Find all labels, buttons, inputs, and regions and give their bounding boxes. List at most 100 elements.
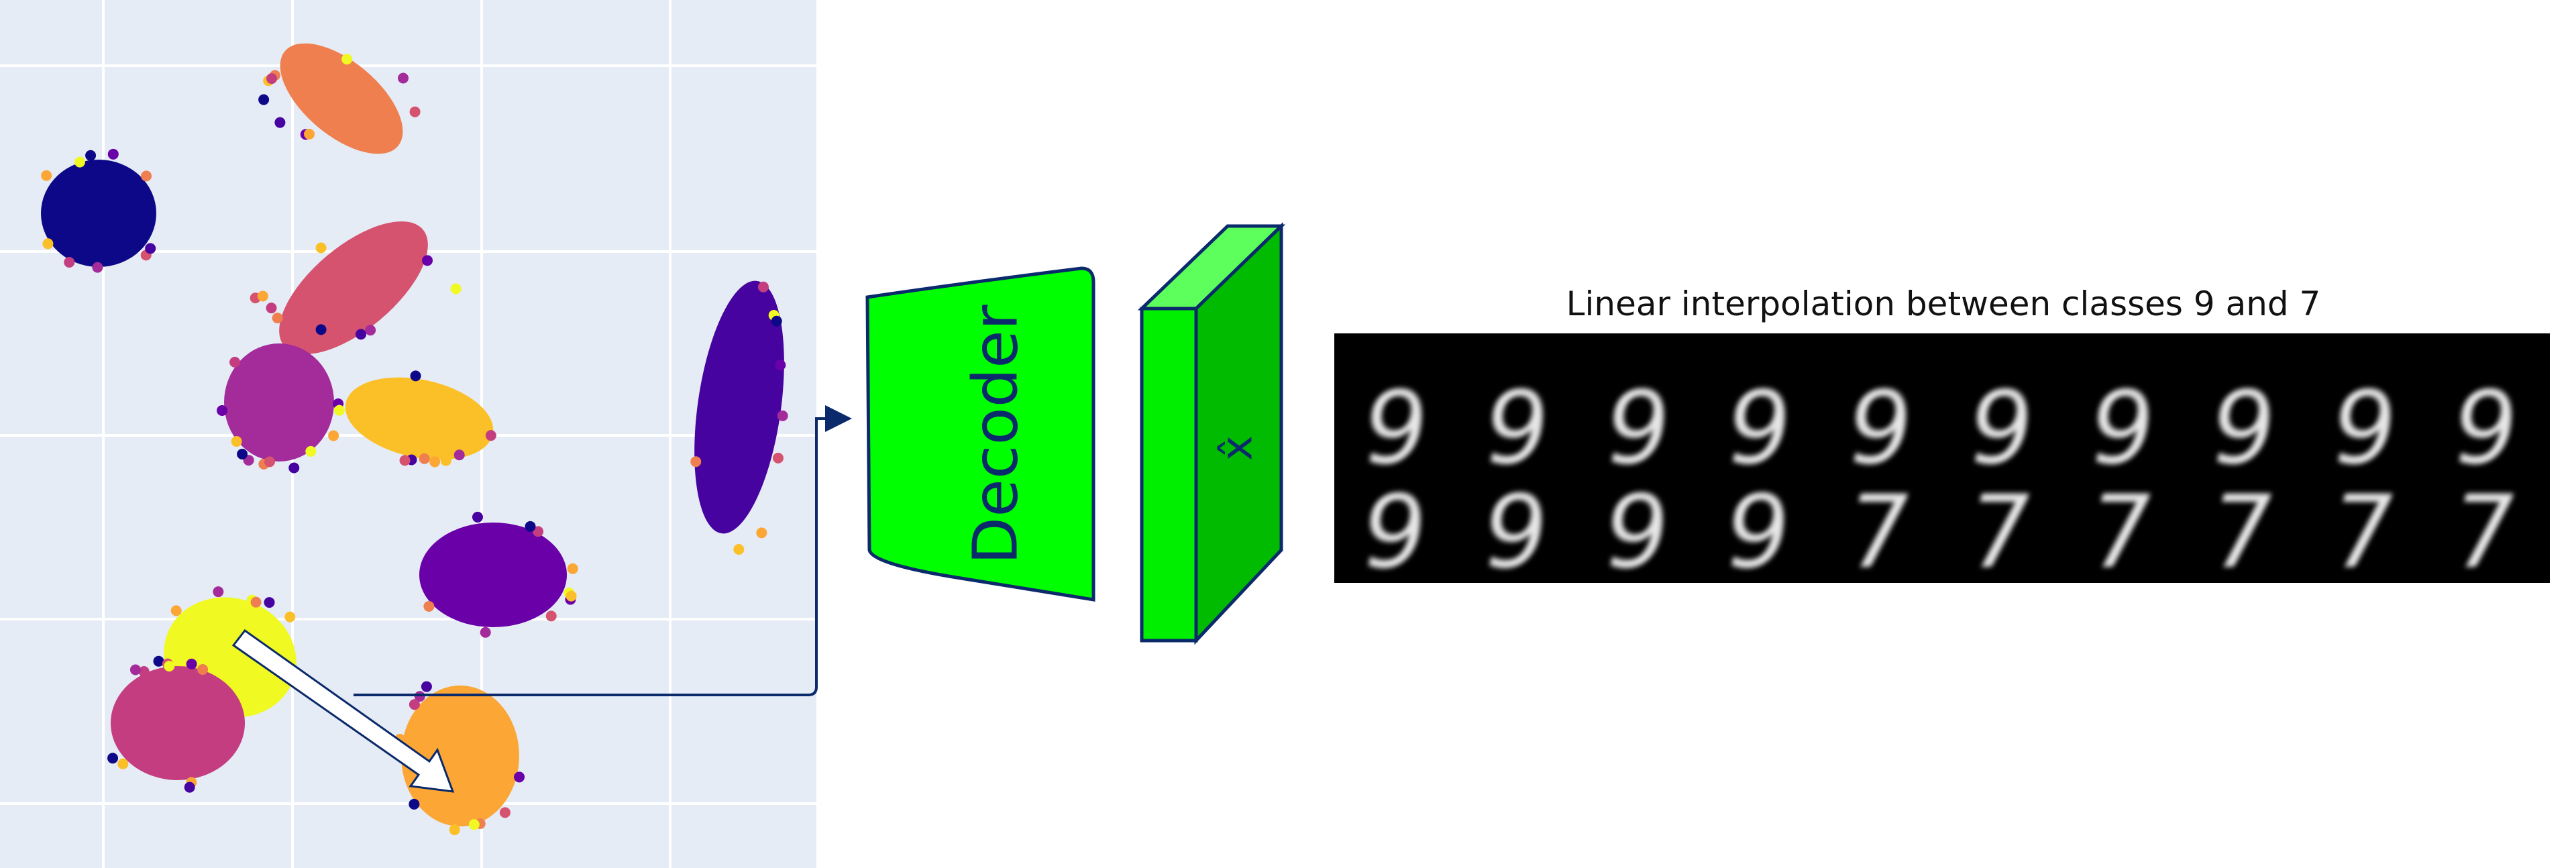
scatter-point bbox=[567, 563, 578, 574]
scatter-point bbox=[328, 430, 339, 441]
scatter-point bbox=[170, 605, 182, 616]
scatter-point bbox=[145, 243, 156, 254]
scatter-point bbox=[42, 238, 54, 250]
scatter-point bbox=[775, 360, 786, 371]
scatter-point bbox=[272, 313, 283, 324]
scatter-point bbox=[315, 242, 327, 254]
scatter-point bbox=[422, 255, 433, 266]
scatter-point bbox=[74, 156, 85, 168]
output-block: x̂ bbox=[1137, 222, 1286, 645]
interpolation-image bbox=[1334, 333, 2550, 583]
scatter-point bbox=[92, 262, 103, 273]
scatter-point bbox=[138, 666, 150, 677]
scatter-point bbox=[85, 150, 97, 161]
clusters bbox=[41, 43, 788, 836]
scatter-point bbox=[229, 356, 241, 368]
output-label: x̂ bbox=[1213, 435, 1263, 461]
scatter-point bbox=[480, 627, 491, 638]
scatter-point bbox=[305, 445, 317, 457]
scatter-point bbox=[153, 655, 164, 667]
scatter-point bbox=[107, 753, 119, 764]
scatter-point bbox=[399, 455, 411, 466]
scatter-point bbox=[409, 106, 421, 117]
scatter-point bbox=[777, 410, 788, 421]
output-front-face bbox=[1140, 307, 1198, 643]
scatter-point bbox=[217, 404, 228, 416]
scatter-point bbox=[288, 462, 300, 474]
scatter-point bbox=[266, 73, 278, 85]
scatter-point bbox=[468, 819, 480, 830]
decoder-label: Decoder bbox=[959, 305, 1031, 564]
scatter-point bbox=[107, 148, 119, 160]
interpolation-title: Linear interpolation between classes 9 a… bbox=[1566, 284, 2321, 323]
scatter-point bbox=[365, 325, 376, 336]
scatter-point bbox=[258, 94, 270, 105]
scatter-point bbox=[440, 455, 451, 466]
scatter-point bbox=[186, 658, 197, 669]
scatter-point bbox=[690, 456, 702, 468]
decoder-shape bbox=[865, 266, 1095, 602]
scatter-point bbox=[423, 600, 435, 612]
scatter-point bbox=[41, 170, 52, 181]
scatter-point bbox=[398, 72, 409, 84]
interpolation-path-arrow bbox=[231, 629, 455, 793]
cluster bbox=[345, 377, 494, 460]
cluster bbox=[419, 523, 567, 627]
scatter-point bbox=[533, 526, 544, 537]
scatter-point bbox=[450, 283, 462, 294]
scatter-point bbox=[409, 699, 420, 710]
decoder-block: Decoder bbox=[865, 266, 1095, 602]
cluster bbox=[279, 221, 428, 354]
scatter-point bbox=[129, 664, 141, 675]
scatter-point bbox=[409, 798, 420, 810]
scatter-point bbox=[545, 610, 557, 622]
cluster bbox=[41, 160, 156, 267]
scatter-point bbox=[315, 324, 327, 335]
scatter-point bbox=[213, 586, 224, 598]
scatter-point bbox=[341, 54, 353, 65]
scatter-point bbox=[304, 128, 315, 140]
scatter-point bbox=[264, 597, 275, 608]
scatter-point bbox=[525, 521, 536, 532]
scatter-point bbox=[356, 329, 367, 340]
cluster bbox=[401, 686, 519, 826]
scatter-point bbox=[274, 117, 286, 128]
cluster bbox=[224, 343, 334, 462]
scatter-point bbox=[333, 404, 345, 416]
scatter-point bbox=[64, 256, 75, 268]
scatter-point bbox=[772, 349, 784, 361]
scatter-point bbox=[733, 543, 745, 555]
scatter-point bbox=[257, 290, 268, 302]
scatter-point bbox=[449, 824, 460, 836]
scatter-point bbox=[421, 681, 432, 692]
connector-arrow bbox=[354, 405, 852, 696]
scatter-point bbox=[141, 170, 152, 182]
scatter-point bbox=[485, 430, 496, 441]
cluster bbox=[280, 43, 403, 154]
scatter-point bbox=[284, 611, 296, 622]
scatter-point bbox=[164, 661, 175, 672]
scatter-point bbox=[453, 449, 465, 461]
scatter-point bbox=[472, 511, 483, 523]
latent-scatter-plot bbox=[0, 0, 816, 868]
cluster bbox=[694, 280, 784, 534]
scatter-point bbox=[429, 456, 441, 468]
scatter-point bbox=[184, 781, 195, 793]
scatter-point bbox=[264, 456, 275, 468]
scatter-point bbox=[566, 590, 577, 602]
scatter-point bbox=[117, 758, 129, 769]
cluster bbox=[111, 666, 245, 780]
scatter-point bbox=[266, 303, 277, 314]
scatter-point bbox=[757, 281, 769, 292]
scatter-point bbox=[771, 315, 782, 327]
scatter-point bbox=[756, 527, 767, 539]
scatter-point bbox=[410, 370, 421, 382]
scatter-point bbox=[499, 807, 511, 818]
scatter-point bbox=[197, 664, 209, 675]
scatter-point bbox=[237, 449, 248, 460]
scatter-point bbox=[514, 771, 525, 783]
scatter-point bbox=[231, 436, 242, 447]
scatter-point bbox=[419, 453, 430, 464]
scatter-point bbox=[250, 596, 262, 608]
